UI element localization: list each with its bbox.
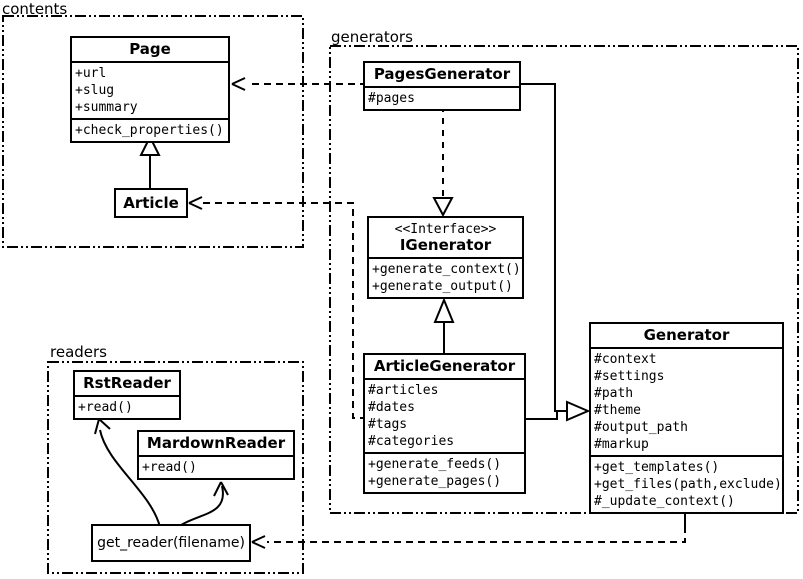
package-label-generators: generators bbox=[331, 28, 413, 46]
dependency-line bbox=[203, 202, 367, 419]
inheritance-article-page bbox=[139, 134, 161, 192]
attribute: +summary bbox=[75, 100, 138, 115]
call-curve bbox=[177, 485, 224, 528]
attribute: #context bbox=[594, 352, 657, 367]
call-getreader-mardownreader bbox=[177, 481, 229, 528]
package-label-readers: readers bbox=[50, 343, 107, 361]
class-box-page: Page +url +slug +summary +check_properti… bbox=[70, 36, 230, 143]
class-box-articlegenerator: ArticleGenerator #articles #dates #tags … bbox=[363, 353, 526, 494]
class-box-mardownreader: MardownReader +read() bbox=[137, 430, 295, 480]
method: +get_templates() bbox=[594, 460, 720, 475]
attribute: #theme bbox=[594, 403, 641, 418]
method: +read() bbox=[78, 400, 133, 415]
class-name: RstReader bbox=[83, 374, 171, 392]
package-border-readers bbox=[47, 361, 304, 574]
inheritance-generators-generator bbox=[518, 83, 591, 422]
dependency-articlegenerator-article bbox=[188, 196, 367, 419]
function-box-get-reader: get_reader(filename) bbox=[91, 524, 251, 562]
open-arrowhead-icon bbox=[94, 418, 111, 435]
attribute: +slug bbox=[75, 83, 115, 98]
methods-section: +read() bbox=[139, 455, 293, 478]
attribute: #tags bbox=[368, 417, 408, 432]
call-getreader-rstreader bbox=[94, 418, 161, 528]
methods-section: +read() bbox=[75, 395, 179, 418]
class-box-rstreader: RstReader +read() bbox=[73, 370, 181, 420]
open-arrowhead-icon bbox=[188, 196, 203, 210]
class-name: IGenerator bbox=[399, 236, 492, 254]
methods-section: +check_properties() bbox=[72, 118, 228, 141]
method: +generate_pages() bbox=[368, 474, 502, 489]
class-name: PagesGenerator bbox=[373, 65, 511, 83]
method: +read() bbox=[142, 460, 197, 475]
method: +generate_output() bbox=[372, 279, 513, 294]
inheritance-line-pagesgenerator bbox=[518, 83, 567, 412]
attribute: #categories bbox=[368, 434, 455, 449]
attributes-section: #articles #dates #tags #categories bbox=[365, 378, 524, 452]
method: +check_properties() bbox=[75, 123, 224, 138]
method: +generate_context() bbox=[372, 262, 521, 277]
methods-section: +get_templates() +get_files(path,exclude… bbox=[591, 455, 782, 512]
method: +get_files(path,exclude) bbox=[594, 477, 782, 492]
method: #_update_context() bbox=[594, 494, 735, 509]
attribute: #markup bbox=[594, 437, 649, 452]
class-name: Generator bbox=[643, 326, 730, 344]
open-arrowhead-icon bbox=[251, 535, 266, 549]
method: +generate_feeds() bbox=[368, 457, 502, 472]
attribute: #dates bbox=[368, 400, 415, 415]
attribute: #pages bbox=[368, 91, 415, 106]
open-arrowhead-icon bbox=[213, 481, 229, 497]
stereotype-label: <<Interface>> bbox=[394, 222, 497, 237]
attributes-section: #pages bbox=[365, 86, 519, 109]
methods-section: +generate_context() +generate_output() bbox=[369, 257, 522, 297]
package-border-generators bbox=[329, 45, 799, 514]
class-box-generator: Generator #context #settings #path #them… bbox=[589, 322, 784, 514]
attribute: #path bbox=[594, 386, 634, 401]
realization-triangle-icon bbox=[433, 297, 455, 323]
package-label-contents: contents bbox=[2, 0, 68, 18]
class-name: ArticleGenerator bbox=[373, 357, 516, 375]
inheritance-triangle-icon bbox=[139, 134, 161, 156]
methods-section: +generate_feeds() +generate_pages() bbox=[365, 452, 524, 492]
realization-pagesgenerator-igenerator bbox=[432, 106, 454, 218]
attribute: +url bbox=[75, 66, 107, 81]
open-arrowhead-icon bbox=[231, 77, 246, 91]
realization-articlegenerator-igenerator bbox=[433, 297, 455, 357]
attribute: #output_path bbox=[594, 420, 688, 435]
package-border-contents bbox=[2, 15, 304, 248]
realization-triangle-icon bbox=[432, 197, 454, 218]
class-box-igenerator: <<Interface>> IGenerator +generate_conte… bbox=[367, 216, 524, 299]
dependency-line bbox=[267, 526, 686, 543]
inheritance-line-articlegenerator bbox=[523, 411, 558, 420]
attribute: #articles bbox=[368, 383, 439, 398]
call-curve bbox=[99, 429, 161, 528]
class-box-pagesgenerator: PagesGenerator #pages bbox=[363, 61, 521, 111]
attributes-section: #context #settings #path #theme #output_… bbox=[591, 347, 782, 455]
attributes-section: +url +slug +summary bbox=[72, 61, 228, 118]
inheritance-triangle-icon bbox=[566, 400, 591, 422]
attribute: #settings bbox=[594, 369, 665, 384]
class-title: <<Interface>> IGenerator bbox=[369, 218, 522, 257]
class-name: Article bbox=[123, 194, 179, 212]
class-name: Page bbox=[129, 40, 171, 58]
class-box-article: Article bbox=[114, 188, 188, 218]
class-name: MardownReader bbox=[146, 434, 286, 452]
dependency-pagesgenerator-page bbox=[231, 77, 367, 91]
